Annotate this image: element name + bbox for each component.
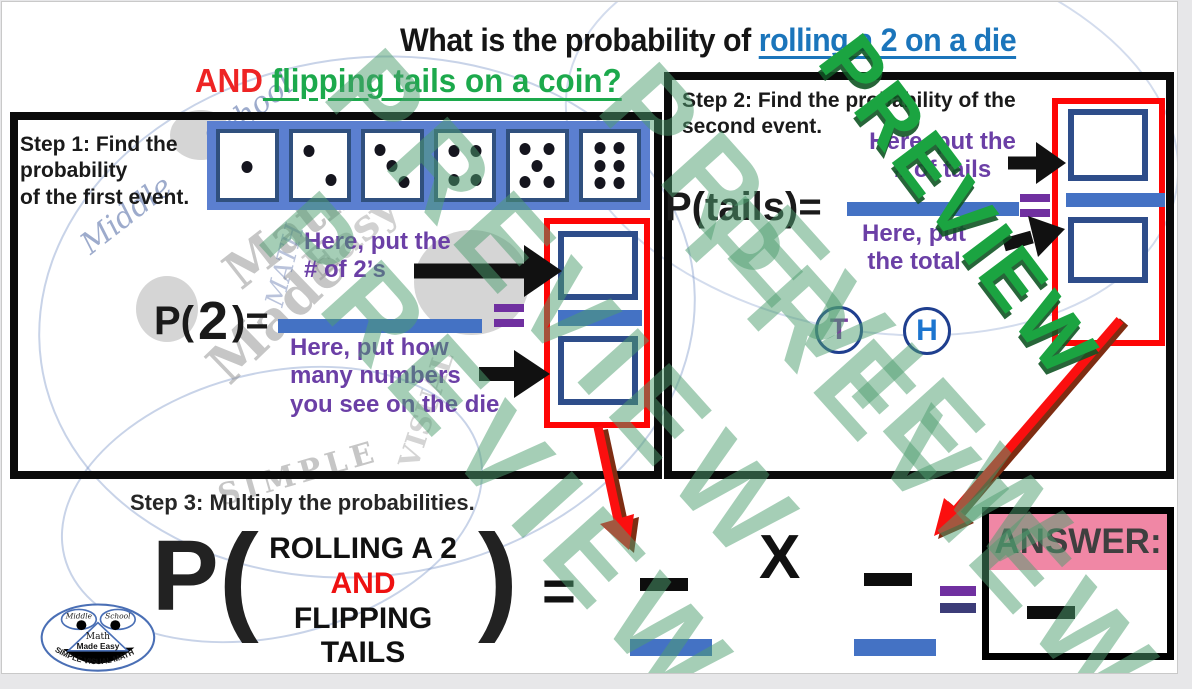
- brand-logo: Middle School Math Made Easy SIMPLE VISU…: [40, 603, 156, 672]
- step2-label: Step 2: Find the probability of the seco…: [682, 89, 1016, 139]
- coin-heads-letter: H: [916, 314, 938, 347]
- event1-text: ROLLING A 2: [269, 532, 457, 565]
- die-face-1: [216, 129, 279, 202]
- die-pip: [386, 160, 398, 173]
- step2-frame-fraction-bar: [1066, 193, 1165, 207]
- worksheet-slide: School Middle Math Made Easy SIMPLE VISU…: [1, 1, 1178, 674]
- step1-probability-expression: P(2)=: [154, 290, 269, 352]
- step2-hint-numerator: Here, put the # of tails: [869, 128, 1016, 184]
- die-pip: [531, 159, 543, 172]
- die-pip: [613, 177, 625, 190]
- die-pip: [594, 159, 606, 172]
- step1-denominator-box: [558, 336, 638, 405]
- step1-frame-fraction-bar: [558, 310, 642, 326]
- question-title-line1: What is the probability of rolling a 2 o…: [400, 22, 1017, 59]
- step3-fraction-bar-2: [854, 639, 936, 656]
- coin-tails: T: [815, 306, 863, 354]
- watermark-blob: [136, 276, 198, 342]
- step1-hint-numerator: Here, put the # of 2’s: [304, 228, 451, 284]
- step1-fraction-bar: [278, 319, 482, 333]
- answer-blank: [1027, 606, 1075, 619]
- die-pip: [398, 176, 410, 189]
- die-face-4: [433, 129, 496, 202]
- coin-tails-letter: T: [829, 313, 849, 346]
- step3-equals-2: [940, 586, 976, 620]
- step3-equals: =: [542, 559, 576, 624]
- answer-header: ANSWER:: [989, 514, 1167, 570]
- step1-box: [10, 112, 662, 479]
- step3-times: X: [759, 523, 801, 592]
- p-value: 2: [198, 291, 229, 351]
- step2-probability-expression: P(tails)=: [665, 185, 822, 229]
- step2-denominator-box: [1068, 217, 1148, 283]
- die-pip: [613, 141, 625, 154]
- watermark-blob: [414, 230, 529, 335]
- step1-numerator-box: [558, 231, 638, 300]
- dice-strip: [207, 121, 650, 210]
- p-letter: P: [152, 520, 219, 632]
- die-pip: [470, 174, 482, 187]
- step1-label: Step 1: Find the probability of the firs…: [20, 133, 190, 209]
- die-pip: [613, 159, 625, 172]
- logo-math-text: Math: [86, 632, 110, 642]
- die-face-6: [578, 129, 641, 202]
- step3-blank-numerator-1: [640, 578, 688, 591]
- title-green-text: flipping tails on a coin?: [262, 62, 622, 99]
- step3-fraction-bar-1: [630, 639, 712, 656]
- p-open: P(: [154, 298, 194, 343]
- die-pip: [448, 144, 460, 157]
- title-and-text: AND: [195, 62, 263, 99]
- step3-close-paren: ): [478, 510, 518, 644]
- event2-text: FLIPPING TAILS: [293, 601, 433, 670]
- step2-box: [664, 72, 1174, 479]
- die-face-5: [506, 129, 569, 202]
- step2-hint-denominator: Here, put the total: [861, 220, 966, 276]
- step1-answer-frame: [544, 218, 650, 428]
- step3-blank-numerator-2: [864, 573, 912, 586]
- die-pip: [470, 144, 482, 157]
- step3-p-open: P(: [152, 510, 259, 644]
- step2-numerator-box: [1068, 109, 1148, 181]
- step2-fraction-bar: [847, 202, 1019, 216]
- title-blue-link-text: rolling a 2 on a die: [758, 22, 1017, 58]
- die-pip: [543, 175, 555, 188]
- die-pip: [241, 160, 253, 173]
- logo-made-easy-text: Made Easy: [77, 642, 120, 651]
- step3-label: Step 3: Multiply the probabilities.: [130, 490, 475, 515]
- die-pip: [594, 177, 606, 190]
- step3-events: ROLLING A 2 AND FLIPPING TAILS: [254, 532, 472, 671]
- open-paren: (: [218, 510, 259, 644]
- title-black-text: What is the probability of: [400, 22, 759, 58]
- die-pip: [519, 175, 531, 188]
- die-face-2: [288, 129, 351, 202]
- step2-equals-sign: [1020, 194, 1050, 224]
- step1-hint-denominator: Here, put how many numbers you see on th…: [290, 334, 500, 418]
- step1-equals-sign: [494, 304, 524, 334]
- answer-box: ANSWER:: [982, 507, 1174, 660]
- die-face-3: [361, 129, 424, 202]
- logo-middle-text: Middle: [65, 612, 93, 621]
- answer-label: ANSWER:: [994, 522, 1162, 561]
- die-pip: [374, 143, 386, 156]
- p-close-equals: )=: [232, 298, 269, 343]
- die-pip: [448, 174, 460, 187]
- and-text: AND: [330, 566, 396, 600]
- die-pip: [594, 141, 606, 154]
- logo-school-text: School: [105, 612, 131, 621]
- coin-heads: H: [903, 307, 951, 355]
- die-pip: [303, 145, 315, 158]
- background-watermark-layer: School Middle Math Made Easy SIMPLE VISU…: [2, 2, 1177, 673]
- die-pip: [543, 143, 555, 156]
- die-pip: [519, 143, 531, 156]
- question-title-line2: AND flipping tails on a coin?: [195, 62, 622, 100]
- die-pip: [325, 173, 337, 186]
